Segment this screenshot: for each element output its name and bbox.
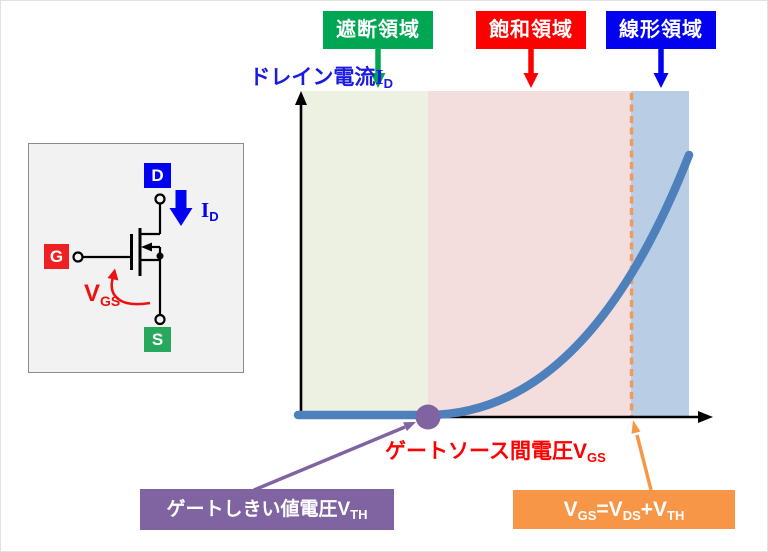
region-saturation-fill (428, 91, 631, 417)
gate-voltage-subscript: GS (100, 293, 121, 309)
equation-s1: GS (577, 508, 597, 523)
vgs-arrowhead-icon (107, 268, 119, 281)
cutoff-arrowhead-icon (370, 73, 386, 88)
equation-s2: DS (622, 508, 641, 523)
equation-s3: TH (667, 508, 685, 523)
drain-current-label: ID (201, 198, 219, 224)
x-axis-label-subscript: GS (586, 450, 606, 465)
x-axis-label-symbol: V (572, 440, 587, 463)
x-axis-label-main: ゲートソース間電圧 (385, 440, 573, 463)
equation-v2: =V (596, 498, 623, 521)
source-terminal-label: S (144, 327, 171, 352)
source-node (154, 313, 166, 326)
transfer-curve (293, 150, 694, 420)
threshold-callout-line (253, 425, 406, 492)
y-axis-label-main: ドレイン電流 (249, 66, 376, 89)
saturation-arrowhead-icon (523, 73, 539, 88)
y-axis-label-subscript: D (383, 76, 393, 91)
y-axis-arrowhead-icon (295, 91, 307, 105)
drain-current-arrow-icon (169, 190, 193, 226)
threshold-point (415, 404, 441, 430)
drain-current-subscript: D (209, 209, 219, 224)
mosfet-circuit-inset: D G S ID VGS (28, 143, 244, 373)
linear-region-label: 線形領域 (606, 11, 716, 49)
threshold-callout-arrowhead-icon (403, 422, 416, 432)
drain-current-symbol: I (201, 198, 210, 222)
threshold-voltage-label: ゲートしきい値電圧VTH (140, 489, 394, 530)
gate-terminal-label: G (44, 244, 69, 269)
gate-voltage-symbol: V (84, 280, 101, 307)
linear-arrowhead-icon (653, 73, 669, 88)
x-axis-arrowhead-icon (698, 411, 713, 423)
threshold-voltage-label-symbol: V (337, 499, 351, 520)
y-axis-label-symbol: I (375, 65, 384, 89)
threshold-voltage-label-main: ゲートしきい値電圧 (166, 499, 338, 520)
region-cutoff-fill (301, 91, 428, 417)
x-axis-label: ゲートソース間電圧VGS (385, 435, 606, 465)
vgs-equation-label: VGS=VDS+VTH (513, 490, 735, 529)
equation-callout-line (635, 434, 653, 491)
saturation-region-label-text: 飽和領域 (489, 19, 573, 41)
drain-node (154, 193, 166, 205)
y-axis-label: ドレイン電流ID (205, 61, 393, 91)
gate-voltage-label: VGS (84, 280, 120, 309)
body-arrowhead-icon (141, 242, 152, 252)
threshold-voltage-label-subscript: TH (350, 507, 368, 522)
saturation-region-label: 飽和領域 (476, 11, 586, 49)
equation-callout-arrowhead-icon (631, 420, 641, 434)
equation-v3: +V (640, 498, 668, 521)
drain-terminal-label: D (144, 163, 171, 188)
equation-v1: V (563, 498, 578, 521)
cutoff-region-label: 遮断領域 (323, 11, 433, 49)
cutoff-region-label-text: 遮断領域 (336, 19, 420, 41)
gate-node (72, 251, 84, 263)
mosfet-symbol (72, 190, 193, 326)
linear-region-label-text: 線形領域 (619, 19, 703, 41)
vgs-curved-arrow (110, 273, 151, 306)
source-body-junction-dot (156, 252, 164, 260)
